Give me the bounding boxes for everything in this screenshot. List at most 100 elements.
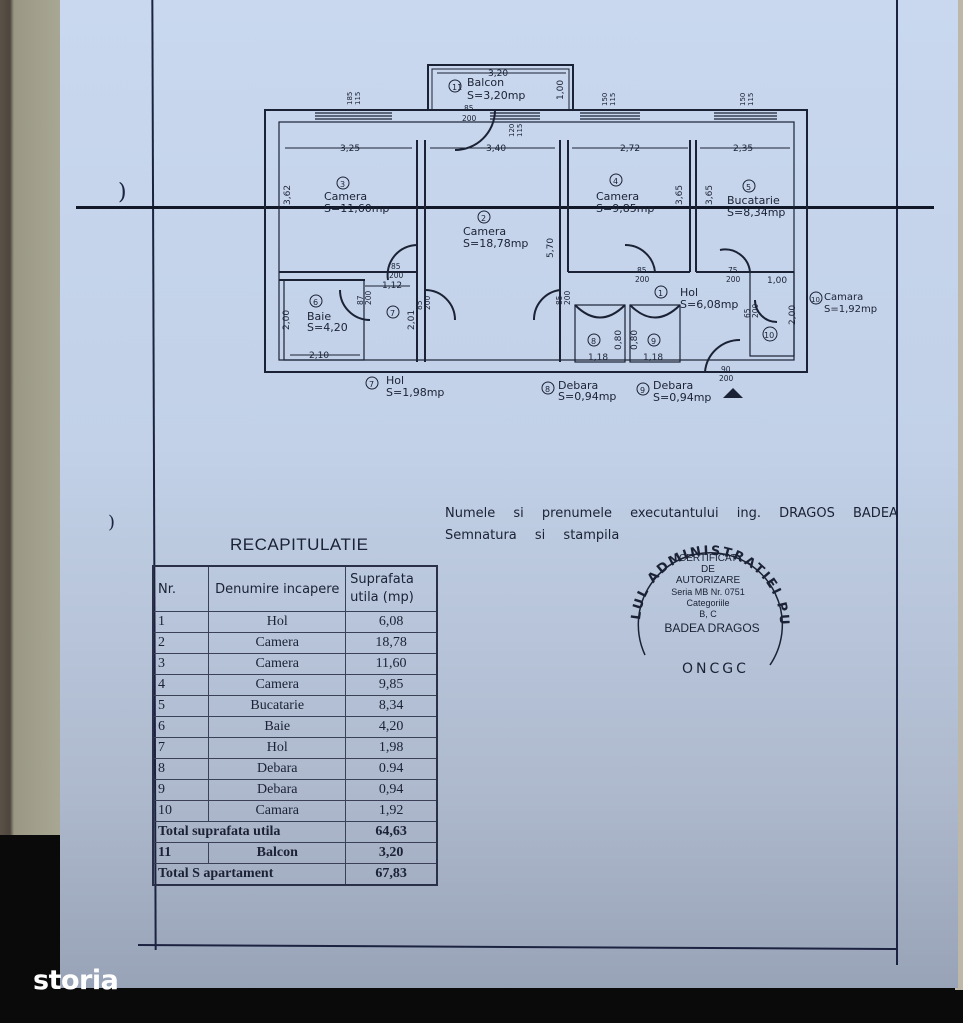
header-area: Suprafata utila (mp) bbox=[345, 565, 438, 612]
door-mark: 65 bbox=[743, 308, 752, 318]
row-value: 0,94 bbox=[345, 779, 438, 801]
door-arc bbox=[624, 243, 656, 273]
door-mark: 90 bbox=[721, 365, 731, 374]
recap-title: RECAPITULATIE bbox=[230, 535, 369, 554]
room-name: Hol bbox=[386, 374, 404, 387]
room-name: Camera bbox=[596, 190, 639, 203]
row-nr: 6 bbox=[152, 716, 210, 738]
door-arc bbox=[574, 304, 626, 319]
dimension-label: 3,65 bbox=[675, 185, 685, 205]
outer-wall-inner bbox=[278, 121, 795, 361]
room-name: Hol bbox=[680, 286, 698, 299]
background-surface-right bbox=[955, 0, 963, 990]
header-name: Denumire incapere bbox=[208, 565, 347, 612]
header-nr: Nr. bbox=[152, 565, 210, 612]
door-mark: 85 bbox=[555, 295, 564, 305]
door-arc bbox=[719, 248, 751, 273]
room-number: 1 bbox=[658, 289, 663, 298]
door-mark: 200 bbox=[726, 275, 741, 284]
room-area: S=18,78mp bbox=[463, 237, 528, 250]
door-mark: 200 bbox=[751, 303, 760, 318]
room-area: S=11,60mp bbox=[324, 202, 389, 215]
row-nr: 1 bbox=[152, 611, 210, 633]
dimension-label: 3,65 bbox=[705, 185, 715, 205]
door-mark: 87 bbox=[356, 295, 365, 305]
room-area: S=1,98mp bbox=[386, 386, 444, 399]
stamp-line: Categoriile bbox=[686, 598, 729, 608]
door-mark: 75 bbox=[728, 266, 738, 275]
background-surface bbox=[0, 0, 60, 835]
total-ap-label: Total S apartament bbox=[152, 863, 347, 886]
row-nr: 5 bbox=[152, 695, 210, 717]
row-value: 8,34 bbox=[345, 695, 438, 717]
recap-table: Nr. Denumire incapere Suprafata utila (m… bbox=[152, 565, 438, 886]
window-mark: 115 bbox=[747, 93, 755, 106]
row-value: 0.94 bbox=[345, 758, 438, 780]
stamp-line: CERTIFICAT bbox=[679, 553, 737, 564]
row-name: Bucatarie bbox=[208, 695, 347, 717]
room-area: S=0,94mp bbox=[558, 390, 616, 403]
window-mark: 150 bbox=[601, 93, 609, 106]
window-mark: 115 bbox=[609, 93, 617, 106]
room-number: 11 bbox=[452, 83, 462, 92]
room-name: Camera bbox=[324, 190, 367, 203]
total-util-value: 64,63 bbox=[345, 821, 438, 843]
door-mark: 200 bbox=[364, 290, 373, 305]
door-mark: 200 bbox=[462, 114, 477, 123]
header-area-line1: Suprafata bbox=[350, 572, 414, 587]
door-mark: 85 bbox=[391, 262, 401, 271]
balcon-value: 3,20 bbox=[345, 842, 438, 864]
row-nr: 4 bbox=[152, 674, 210, 696]
room-number: 8 bbox=[545, 385, 550, 394]
door-mark: 85 bbox=[464, 104, 474, 113]
dimension-label: 2,00 bbox=[788, 305, 798, 325]
door-mark: 200 bbox=[389, 271, 404, 280]
row-name: Camara bbox=[208, 800, 347, 822]
window-mark: 185 bbox=[346, 92, 354, 105]
room-area: S=8,34mp bbox=[727, 206, 785, 219]
stamp-line: DE bbox=[701, 564, 715, 575]
dimension-label: 3,62 bbox=[283, 185, 293, 205]
dimension-label: 1,00 bbox=[767, 276, 787, 286]
window-mark: 150 bbox=[739, 93, 747, 106]
dimension-label: 1,18 bbox=[643, 353, 663, 363]
room-area: S=1,92mp bbox=[824, 304, 877, 315]
room-number: 2 bbox=[481, 214, 486, 223]
door-arc bbox=[386, 244, 418, 281]
window-mark: 115 bbox=[516, 124, 524, 137]
room-number: 10 bbox=[764, 331, 774, 340]
row-nr: 8 bbox=[152, 758, 210, 780]
stamp-line: Seria MB Nr. 0751 bbox=[671, 587, 745, 597]
row-value: 1,98 bbox=[345, 737, 438, 759]
frame-right-line bbox=[896, 0, 898, 965]
storia-logo: storia bbox=[33, 965, 119, 996]
balcon-name: Balcon bbox=[208, 842, 347, 864]
row-name: Camera bbox=[208, 653, 347, 675]
stamp-line: AUTORIZARE bbox=[676, 575, 741, 586]
row-name: Hol bbox=[208, 611, 347, 633]
door-arc bbox=[532, 289, 561, 321]
room-area: S=0,94mp bbox=[653, 391, 711, 404]
dimension-label: 2,10 bbox=[309, 351, 329, 361]
room-name: Debara bbox=[653, 379, 693, 392]
row-value: 11,60 bbox=[345, 653, 438, 675]
row-name: Hol bbox=[208, 737, 347, 759]
signature-line: Semnatura si stampila bbox=[445, 528, 620, 543]
room-number: 7 bbox=[390, 309, 395, 318]
room-number: 9 bbox=[651, 337, 656, 346]
room-number: 9 bbox=[640, 386, 645, 395]
row-value: 4,20 bbox=[345, 716, 438, 738]
room-name: Camara bbox=[824, 292, 863, 303]
dimension-label: 0,80 bbox=[630, 330, 640, 350]
door-mark: 200 bbox=[423, 295, 432, 310]
dimension-label: 0,80 bbox=[614, 330, 624, 350]
door-mark: 200 bbox=[563, 290, 572, 305]
stamp-line: B, C bbox=[699, 609, 717, 619]
window-bars bbox=[315, 112, 777, 120]
